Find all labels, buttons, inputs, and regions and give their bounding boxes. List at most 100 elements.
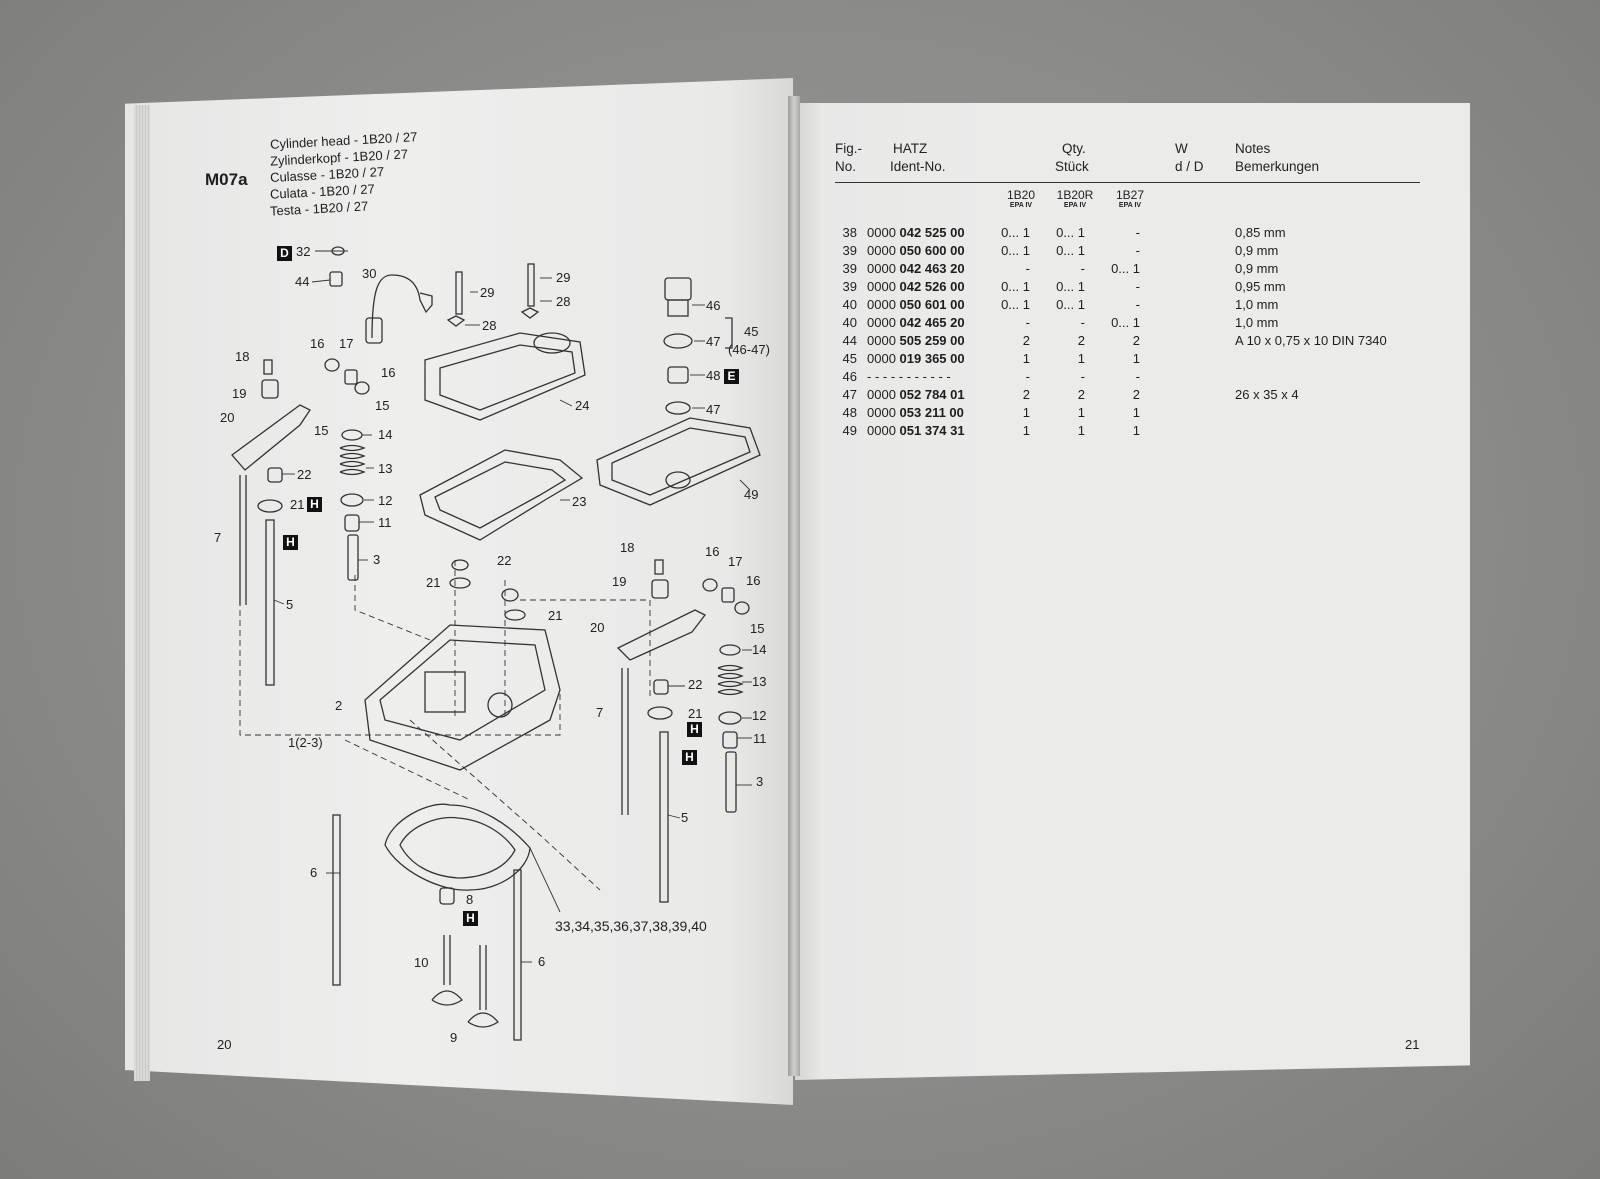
variant-1b20: 1B20 EPA IV <box>1003 188 1039 210</box>
callout-9: 9 <box>450 1030 458 1045</box>
ident-prefix: 0000 <box>867 387 896 402</box>
variant-name: 1B20 <box>1006 188 1036 202</box>
callout-7b: 7 <box>596 705 604 720</box>
cell-qty-1b20: - <box>1025 369 1030 384</box>
cell-ident: - - - - - - - - - - - <box>867 369 951 384</box>
header-qty-2: Stück <box>1055 159 1089 174</box>
cell-qty-1b27: 2 <box>1132 333 1140 348</box>
cell-fig: 49 <box>842 423 857 438</box>
callout-7a: 7 <box>214 530 222 545</box>
ident-prefix: 0000 <box>867 225 896 240</box>
variant-name: 1B27 <box>1115 188 1145 202</box>
ident-prefix: 0000 <box>867 405 896 420</box>
cell-qty-1b20: 0... 1 <box>1001 279 1030 294</box>
cell-qty-1b27: - <box>1135 243 1140 258</box>
callout-49: 49 <box>744 487 759 502</box>
cell-qty-1b20: 2 <box>1022 333 1030 348</box>
cell-note: 0,9 mm <box>1235 243 1279 258</box>
callout-19b: 19 <box>612 574 627 589</box>
variant-name: 1B20R <box>1056 188 1094 202</box>
cell-qty-1b20: 0... 1 <box>1001 225 1030 240</box>
book-spine <box>788 96 800 1076</box>
page-number-left: 20 <box>217 1037 232 1052</box>
callout-15b: 15 <box>375 398 390 413</box>
cell-qty-1b27: - <box>1135 279 1140 294</box>
callout-17a: 17 <box>339 336 354 351</box>
ident-number: 042 526 00 <box>899 279 965 294</box>
cell-qty-1b20r: 0... 1 <box>1056 297 1085 312</box>
cell-ident: 0000 042 465 20 <box>867 315 965 330</box>
header-hatz-1: HATZ <box>893 141 928 156</box>
callout-3a: 3 <box>373 552 381 567</box>
cell-qty-1b27: 1 <box>1132 351 1140 366</box>
callout-8: 8 <box>466 892 474 907</box>
callout-21b: 21 <box>426 575 441 590</box>
cell-qty-1b20: 0... 1 <box>1001 297 1030 312</box>
callout-16d: 16 <box>746 573 761 588</box>
cell-fig: 47 <box>842 387 857 402</box>
variant-1b27: 1B27 EPA IV <box>1112 188 1148 210</box>
ident-prefix: 0000 <box>867 297 896 312</box>
callout-15a: 15 <box>314 423 329 438</box>
cell-qty-1b20r: - <box>1080 369 1085 384</box>
cell-note: 0,9 mm <box>1235 261 1279 276</box>
cell-qty-1b20: 1 <box>1022 405 1030 420</box>
cell-qty-1b20: 1 <box>1022 423 1030 438</box>
callout-16c: 16 <box>705 544 720 559</box>
header-qty-1: Qty. <box>1062 141 1086 156</box>
cell-qty-1b27: 1 <box>1132 423 1140 438</box>
header-rule <box>835 182 1420 183</box>
callout-5b: 5 <box>681 810 689 825</box>
cell-qty-1b20: 0... 1 <box>1001 243 1030 258</box>
variant-1b20r: 1B20R EPA IV <box>1053 188 1097 210</box>
cell-fig: 40 <box>842 315 857 330</box>
ident-prefix: - - - - - - - - - - - <box>867 369 951 384</box>
callout-28b: 28 <box>482 318 497 333</box>
ident-prefix: 0000 <box>867 315 896 330</box>
header-hatz-2: Ident-No. <box>890 159 946 174</box>
callout-20b: 20 <box>590 620 605 635</box>
cell-qty-1b27: - <box>1135 369 1140 384</box>
callout-48: 48 <box>706 368 721 383</box>
cell-qty-1b27: 0... 1 <box>1111 315 1140 330</box>
cell-qty-1b20r: 1 <box>1077 423 1085 438</box>
callout-10: 10 <box>414 955 429 970</box>
callout-1-2-3: 1(2-3) <box>288 735 323 750</box>
callout-47b: 47 <box>706 402 721 417</box>
cell-qty-1b20r: 1 <box>1077 405 1085 420</box>
cell-qty-1b27: - <box>1135 225 1140 240</box>
header-w-1: W <box>1175 141 1188 156</box>
cell-fig: 39 <box>842 243 857 258</box>
badge-h-3: H <box>687 722 702 737</box>
callout-24: 24 <box>575 398 590 413</box>
cell-fig: 45 <box>842 351 857 366</box>
ident-prefix: 0000 <box>867 351 896 366</box>
cell-ident: 0000 505 259 00 <box>867 333 965 348</box>
cell-note: 26 x 35 x 4 <box>1235 387 1299 402</box>
right-page <box>795 103 1470 1080</box>
cell-note: 0,95 mm <box>1235 279 1286 294</box>
badge-e: E <box>724 369 739 384</box>
ident-prefix: 0000 <box>867 423 896 438</box>
cell-fig: 38 <box>842 225 857 240</box>
cell-ident: 0000 050 601 00 <box>867 297 965 312</box>
callout-20a: 20 <box>220 410 235 425</box>
callout-13a: 13 <box>378 461 393 476</box>
cell-ident: 0000 051 374 31 <box>867 423 965 438</box>
cell-qty-1b20r: 0... 1 <box>1056 225 1085 240</box>
cell-fig: 39 <box>842 279 857 294</box>
cell-fig: 46 <box>842 369 857 384</box>
cell-qty-1b20: 2 <box>1022 387 1030 402</box>
variant-sub: EPA IV <box>1118 202 1142 209</box>
ident-number: 051 374 31 <box>899 423 965 438</box>
callout-2: 2 <box>335 698 343 713</box>
ident-prefix: 0000 <box>867 333 896 348</box>
cell-ident: 0000 053 211 00 <box>867 405 964 420</box>
callout-6b: 6 <box>538 954 546 969</box>
cell-fig: 39 <box>842 261 857 276</box>
cell-fig: 48 <box>842 405 857 420</box>
ident-number: 042 463 20 <box>899 261 965 276</box>
cell-qty-1b20: - <box>1025 261 1030 276</box>
ident-prefix: 0000 <box>867 279 896 294</box>
